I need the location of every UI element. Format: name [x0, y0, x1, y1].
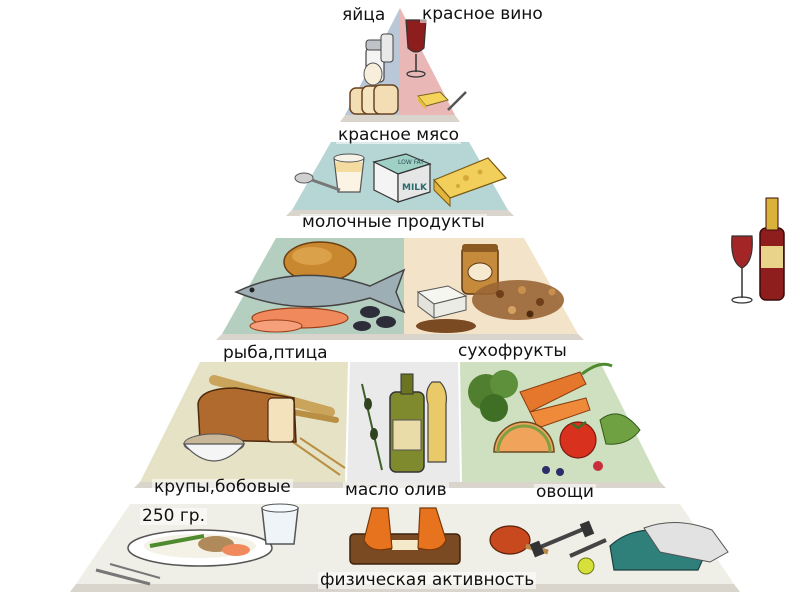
tennis-ball-icon	[577, 557, 595, 575]
butter-icon	[417, 91, 449, 110]
olive-branch-icon	[361, 383, 383, 471]
tier-3-fish-nuts	[216, 238, 584, 340]
tomato-icon	[559, 421, 597, 459]
oil-carafe-icon	[426, 381, 447, 463]
label-olive-oil: масло олив	[343, 480, 449, 500]
pepper-shaker-icon	[380, 33, 394, 63]
label-dried-fruits: сухофрукты	[456, 341, 569, 361]
feta-cheese-icon	[416, 285, 468, 319]
salmon-fillet-icon	[249, 307, 349, 333]
milk-carton-text: MILK	[402, 183, 428, 193]
tier-1-eggs-wine	[340, 8, 467, 122]
tier-1-base-edge	[340, 115, 460, 122]
mussels-icon	[353, 306, 396, 331]
dinner-plate-icon	[127, 529, 273, 567]
label-vegetables: овощи	[534, 482, 596, 502]
label-fish-poultry: рыба,птица	[221, 343, 330, 363]
low-fat-text: LOW FAT	[398, 159, 424, 166]
label-dairy: молочные продукты	[300, 212, 487, 232]
bread-slices-icon	[349, 84, 399, 115]
olive-oil-bottle-icon	[389, 373, 425, 473]
milk-carton-icon: MILK LOW FAT	[372, 153, 432, 203]
greens-icon	[599, 413, 641, 445]
label-eggs: яйца	[340, 5, 388, 25]
tier-5-activity	[70, 503, 740, 592]
spoon-icon	[294, 172, 341, 192]
label-portion: 250 гр.	[140, 506, 207, 526]
dried-fruits-pile-icon	[416, 280, 564, 333]
grain-bowl-icon	[182, 433, 246, 462]
water-glass-icon	[261, 503, 299, 545]
label-red-wine: красное вино	[420, 4, 545, 24]
bread-loaf-icon	[197, 387, 297, 443]
yogurt-cup-icon	[333, 153, 365, 193]
broccoli-icon	[468, 370, 518, 422]
dumbbells-icon	[529, 520, 607, 558]
tier-4-grains-oil-veg	[134, 362, 666, 488]
carrots-icon	[519, 362, 613, 429]
label-physical-activity: физическая активность	[318, 570, 537, 590]
melon-slice-icon	[493, 421, 555, 453]
egg-icon	[363, 62, 383, 86]
sneakers-icon	[609, 521, 729, 571]
wine-bottle-and-glass-icon	[731, 197, 785, 304]
tier-2-dairy: MILK LOW FAT	[286, 142, 514, 216]
knife-icon	[447, 91, 467, 111]
roast-chicken-icon	[283, 241, 357, 283]
cutlery-icon	[95, 563, 161, 586]
scale-with-feet-icon	[349, 507, 461, 565]
cheese-wedge-icon	[432, 157, 508, 208]
fish-icon	[234, 268, 406, 314]
tier-3-base-edge	[216, 334, 584, 340]
label-grains-legumes: крупы,бобовые	[152, 477, 293, 497]
label-red-meat: красное мясо	[336, 125, 462, 145]
berries-icon	[542, 461, 603, 476]
wine-glass-icon	[405, 19, 427, 78]
